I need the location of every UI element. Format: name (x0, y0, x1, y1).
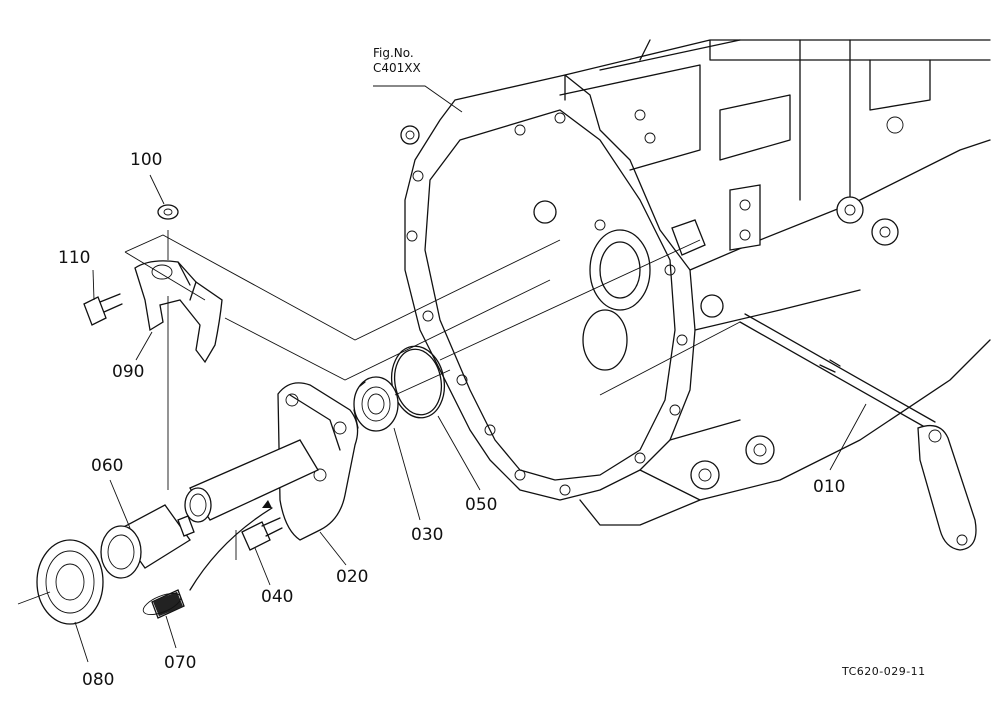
part-070-spring (142, 589, 185, 619)
part-label-100[interactable]: 100 (130, 150, 163, 170)
part-110-set-bolt (83, 293, 123, 326)
reference-lines (124, 230, 741, 560)
part-label-030[interactable]: 030 (411, 525, 444, 545)
part-label-060[interactable]: 060 (91, 456, 124, 476)
part-080-release-bearing (17, 539, 104, 625)
part-label-080[interactable]: 080 (82, 670, 115, 690)
part-100-washer (157, 204, 179, 220)
part-090-shift-fork (134, 260, 223, 364)
part-label-090[interactable]: 090 (112, 362, 145, 382)
part-label-020[interactable]: 020 (336, 567, 369, 587)
part-label-010[interactable]: 010 (813, 477, 846, 497)
part-060-release-hub (100, 504, 195, 579)
fig-label: Fig.No. (373, 46, 414, 60)
part-010-shift-rod (739, 313, 977, 551)
part-label-070[interactable]: 070 (164, 653, 197, 673)
part-label-050[interactable]: 050 (465, 495, 498, 515)
part-label-040[interactable]: 040 (261, 587, 294, 607)
part-040-bolt (241, 517, 283, 551)
drawing-code: TC620-029-11 (842, 665, 926, 678)
figure-number-label: Fig.No. C401XX (373, 46, 421, 76)
fig-code: C401XX (373, 61, 421, 75)
part-020-guide (184, 382, 359, 541)
leader-lines (74, 85, 867, 663)
part-label-110[interactable]: 110 (58, 248, 91, 268)
transmission-housing (400, 39, 991, 526)
part-030-bearing (353, 376, 399, 432)
assembly-arrow (189, 507, 273, 591)
